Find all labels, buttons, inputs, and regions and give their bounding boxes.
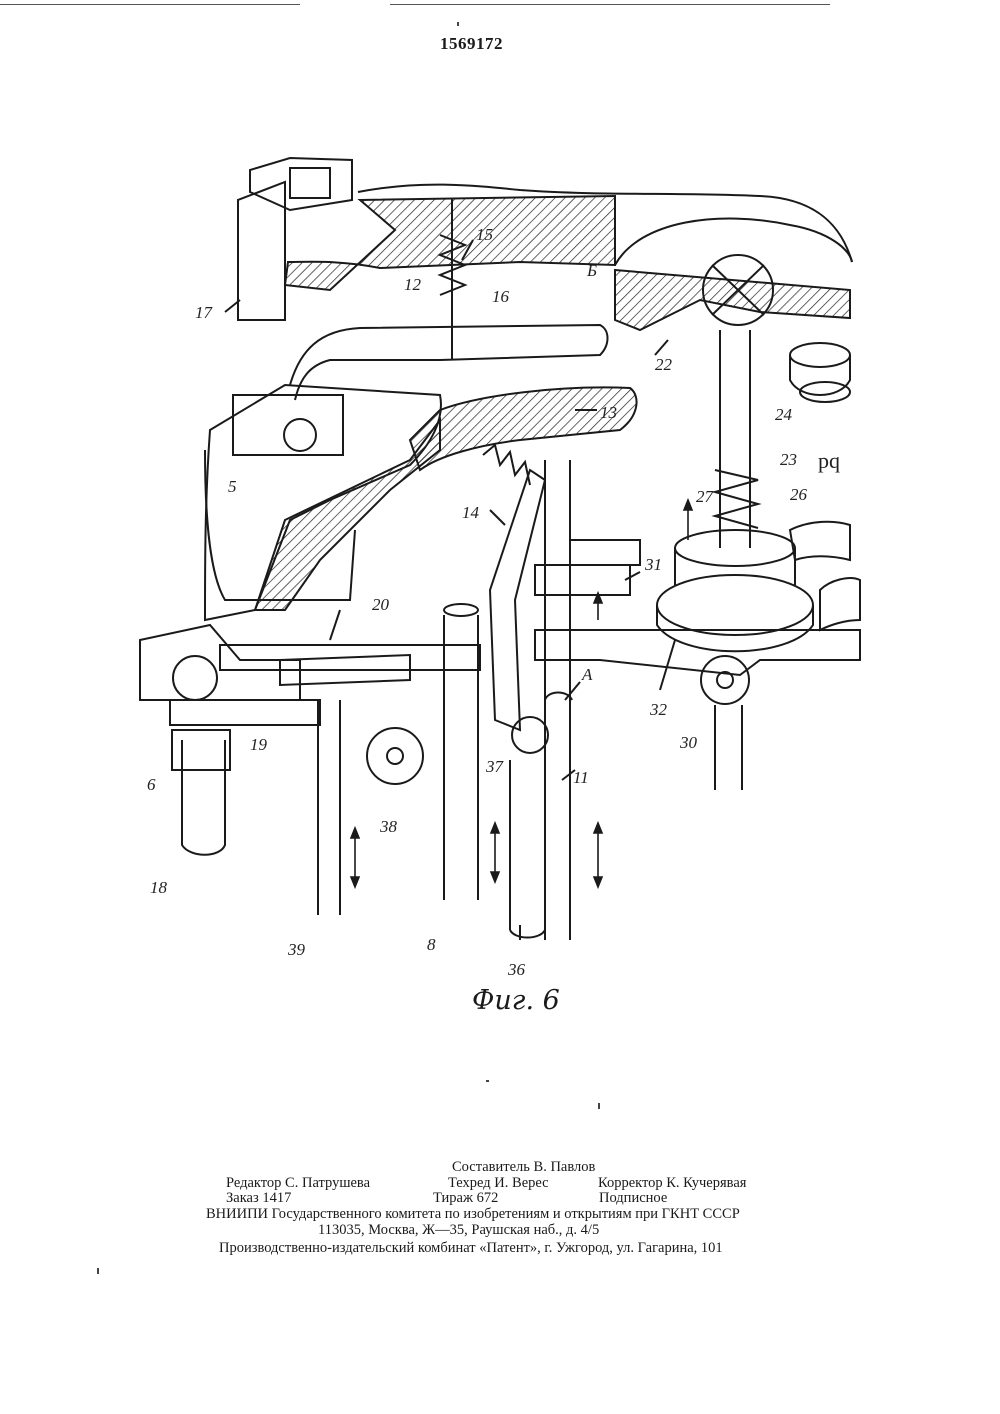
callout-19: 19 xyxy=(250,735,268,754)
scan-speck xyxy=(598,1103,600,1109)
carriage-19 xyxy=(170,700,320,725)
rod-30 xyxy=(715,705,742,790)
disc-32-base xyxy=(657,605,813,651)
gear-38-hub xyxy=(387,748,403,764)
scan-speck xyxy=(486,1080,489,1082)
plate-13 xyxy=(410,387,637,470)
callout-13: 13 xyxy=(600,403,617,422)
mechanism-drawing: 15 16 Б 12 17 22 24 23 13 5 14 27 26 31 … xyxy=(0,0,1000,1060)
column-17-slot xyxy=(290,168,330,198)
callout-23: 23 xyxy=(780,450,797,469)
callout-36: 36 xyxy=(507,960,526,979)
callout-27: 27 xyxy=(696,487,715,506)
cup-24 xyxy=(790,343,850,367)
column-17 xyxy=(238,182,285,320)
callout-11: 11 xyxy=(573,768,589,787)
lever-14 xyxy=(490,470,545,730)
housing-hatched-band xyxy=(285,196,615,290)
block-31b xyxy=(570,540,640,565)
callout-8: 8 xyxy=(427,935,436,954)
scan-speck xyxy=(457,22,459,26)
spring-right xyxy=(715,470,758,528)
arc-26 xyxy=(790,522,850,560)
callout-31: 31 xyxy=(644,555,662,574)
scan-speck xyxy=(97,1268,99,1274)
rod-39 xyxy=(318,700,340,915)
publisher-line: Производственно-издательский комбинат «П… xyxy=(219,1239,723,1257)
rod-36 xyxy=(510,760,545,938)
callout-6: 6 xyxy=(147,775,156,794)
callout-39: 39 xyxy=(287,940,306,959)
callout-B: Б xyxy=(586,261,597,280)
callout-38: 38 xyxy=(379,817,398,836)
callout-15: 15 xyxy=(476,225,493,244)
rod-8-top xyxy=(444,604,478,616)
roller-6 xyxy=(173,656,217,700)
column-17-cap xyxy=(250,158,352,210)
callout-30: 30 xyxy=(679,733,698,752)
block-31 xyxy=(535,565,630,595)
roller-37 xyxy=(512,717,548,753)
spring-14 xyxy=(483,445,530,485)
callout-12: 12 xyxy=(404,275,422,294)
callout-32: 32 xyxy=(649,700,668,719)
inset-text: pq xyxy=(818,448,840,473)
cassette-5-roller xyxy=(284,419,316,451)
callout-A: A xyxy=(581,665,593,684)
address-line: 113035, Москва, Ж—35, Раушская наб., д. … xyxy=(318,1221,599,1239)
spindle-right xyxy=(720,330,750,548)
callout-26: 26 xyxy=(790,485,808,504)
callout-14: 14 xyxy=(462,503,480,522)
callout-22: 22 xyxy=(655,355,673,374)
callout-24: 24 xyxy=(775,405,793,424)
callout-18: 18 xyxy=(150,878,168,897)
arc-lower-right xyxy=(820,578,860,630)
callout-20: 20 xyxy=(372,595,390,614)
figure-caption: Фиг. 6 xyxy=(472,985,560,1016)
rod-8 xyxy=(444,615,478,900)
gear-38 xyxy=(367,728,423,784)
callout-5: 5 xyxy=(228,477,237,496)
callout-16: 16 xyxy=(492,287,510,306)
cup-23 xyxy=(800,382,850,402)
housing-right-hatched xyxy=(615,270,850,330)
disc-32 xyxy=(657,575,813,635)
roller-30 xyxy=(701,656,749,704)
rod-18 xyxy=(182,740,225,855)
block-18-head xyxy=(172,730,230,770)
callout-17: 17 xyxy=(195,303,214,322)
turret-27 xyxy=(675,530,795,566)
housing-arc xyxy=(615,218,852,265)
callout-37: 37 xyxy=(485,757,505,776)
